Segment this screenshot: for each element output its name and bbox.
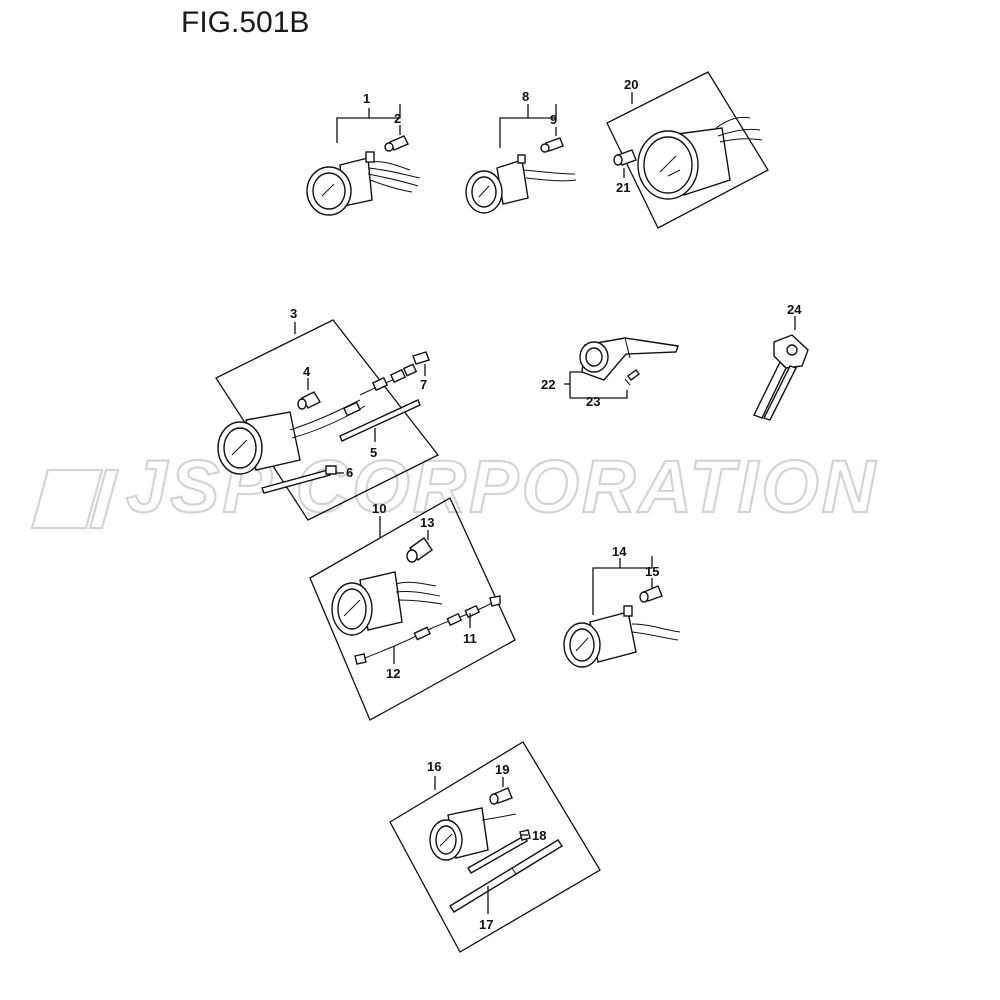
callout-24: 24 (787, 302, 802, 317)
gauge-20-icon (637, 116, 763, 200)
harness-11-icon (431, 595, 501, 629)
watermark: JSP CORPORATION (30, 444, 876, 530)
callout-6: 6 (346, 465, 353, 480)
bulb-21-icon (613, 149, 637, 166)
callout-5: 5 (370, 445, 377, 460)
callout-8: 8 (522, 89, 529, 104)
bulb-15-icon (639, 585, 663, 603)
bulb-2-icon (384, 135, 409, 152)
callout-17: 17 (479, 917, 493, 932)
cable-tie-18-icon (467, 829, 531, 874)
callout-19: 19 (495, 762, 509, 777)
callout-15: 15 (645, 564, 659, 579)
figure-title: FIG.501B (181, 6, 310, 39)
part-group-14 (563, 556, 681, 668)
cable-tie-6-icon (261, 465, 337, 494)
callout-18: 18 (532, 828, 546, 843)
tube-5-icon (339, 399, 421, 442)
box-10 (309, 497, 516, 721)
connector-3-icon (343, 363, 418, 417)
part-group-16 (389, 741, 601, 953)
callout-13: 13 (420, 515, 434, 530)
callout-3: 3 (290, 306, 297, 321)
callout-labels: 1 2 3 4 5 6 7 8 9 10 11 12 13 14 15 16 1… (290, 77, 802, 932)
part-group-10 (309, 497, 516, 721)
gauge-1-icon (306, 151, 421, 216)
callout-16: 16 (427, 759, 441, 774)
gauge-10-icon (331, 571, 443, 636)
callout-21: 21 (616, 180, 630, 195)
box-3 (215, 319, 439, 521)
callout-12: 12 (386, 666, 400, 681)
callout-11: 11 (463, 631, 477, 646)
connector-7-icon (412, 351, 430, 365)
watermark-logo-icon (30, 468, 120, 530)
screw-23-icon (624, 369, 640, 386)
callout-4: 4 (303, 364, 311, 379)
part-group-8 (465, 104, 577, 214)
callout-22: 22 (541, 377, 555, 392)
part-group-20 (606, 71, 769, 229)
callout-10: 10 (372, 501, 386, 516)
callout-1: 1 (363, 91, 370, 106)
callout-7: 7 (420, 377, 427, 392)
box-16 (389, 741, 601, 953)
callout-2: 2 (394, 111, 401, 126)
gauge-14-icon (563, 605, 681, 668)
sender-24-icon (753, 334, 809, 421)
harness-12-icon (354, 626, 433, 665)
tube-17-icon (449, 839, 563, 913)
bulb-19-icon (489, 787, 513, 805)
part-group-3 (215, 319, 439, 521)
bulb-9-icon (540, 137, 564, 153)
part-group-22 (564, 337, 679, 399)
gauge-16-icon (429, 807, 517, 861)
callout-20: 20 (624, 77, 638, 92)
part-group-1 (306, 104, 421, 216)
gauge-3-icon (217, 375, 405, 475)
bulb-4-icon (297, 391, 321, 410)
part-group-24 (753, 316, 809, 421)
callout-14: 14 (612, 544, 627, 559)
callout-23: 23 (586, 394, 600, 409)
gauge-8-icon (465, 154, 577, 214)
callout-9: 9 (550, 112, 557, 127)
sensor-22-icon (579, 337, 679, 381)
box-20 (606, 71, 769, 229)
bulb-13-icon (406, 537, 433, 563)
